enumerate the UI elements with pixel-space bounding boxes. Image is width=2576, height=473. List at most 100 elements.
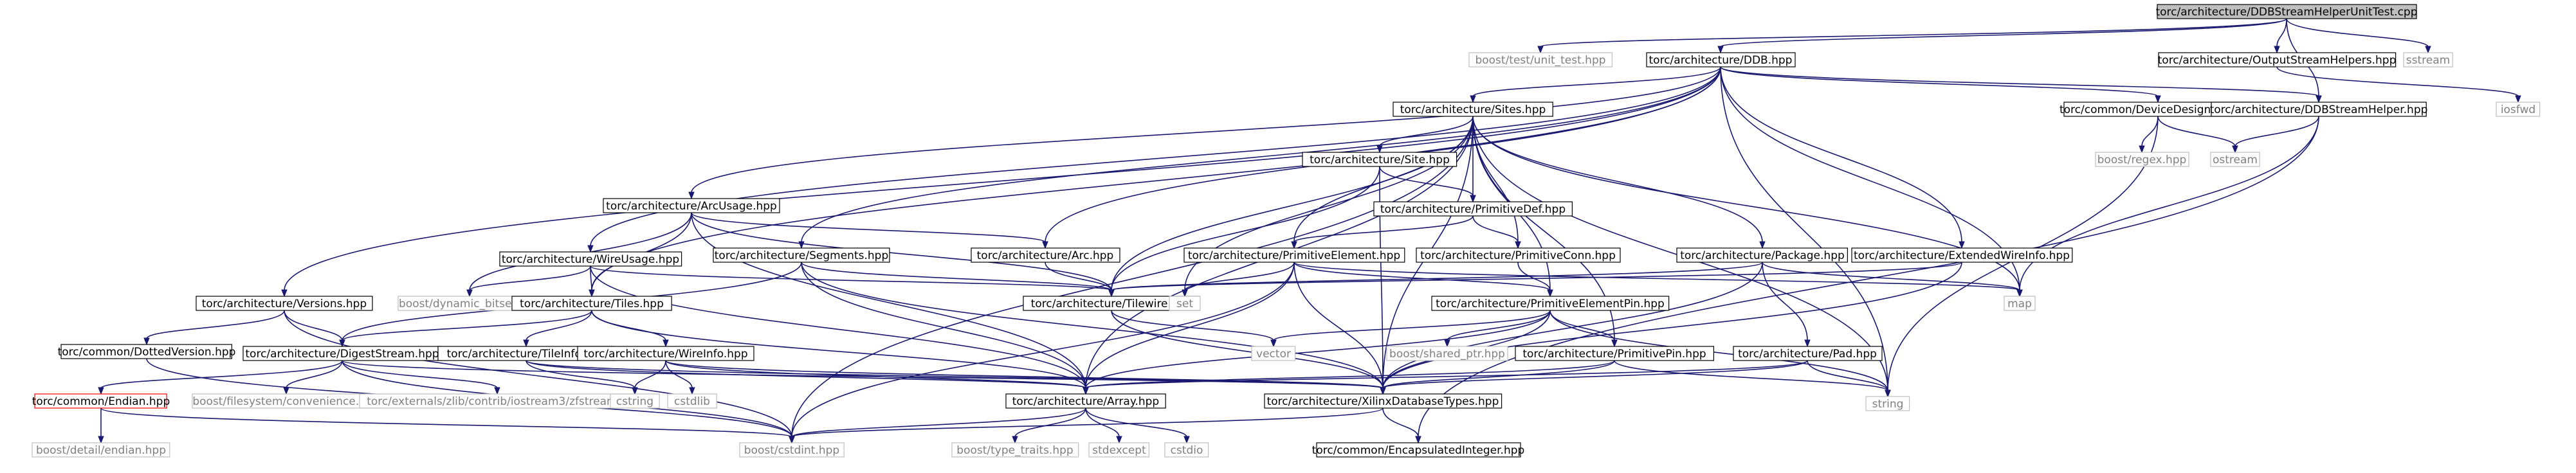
node-stdexcept: stdexcept xyxy=(1088,442,1150,458)
node-box xyxy=(713,247,890,263)
node-endian[interactable]: torc/common/Endian.hpp xyxy=(32,393,170,409)
node-primdef[interactable]: torc/architecture/PrimitiveDef.hpp xyxy=(1373,201,1573,217)
node-label: stdexcept xyxy=(1092,444,1146,457)
node-sstream: sstream xyxy=(2403,52,2453,67)
node-package[interactable]: torc/architecture/Package.hpp xyxy=(1676,247,1848,263)
node-box xyxy=(2210,152,2260,167)
node-primelpin[interactable]: torc/architecture/PrimitiveElementPin.hp… xyxy=(1431,296,1670,311)
edge-wireusage-to-dynbits xyxy=(466,265,591,298)
edge-package-to-map xyxy=(1762,262,2023,298)
node-box xyxy=(1373,201,1573,217)
node-box xyxy=(2403,52,2453,67)
node-label: torc/architecture/DDBStreamHelper.hpp xyxy=(2210,103,2428,116)
node-label: torc/architecture/Array.hpp xyxy=(1012,395,1159,408)
node-segments[interactable]: torc/architecture/Segments.hpp xyxy=(713,247,890,263)
node-box xyxy=(1676,247,1848,263)
node-dynbits: boost/dynamic_bitset.hpp xyxy=(397,296,542,311)
node-label: torc/common/EncapsulatedInteger.hpp xyxy=(1312,444,1525,457)
node-ddbsh[interactable]: torc/architecture/DDBStreamHelper.hpp xyxy=(2210,102,2428,117)
edge-ddb-to-sites xyxy=(1470,66,1721,103)
node-box xyxy=(2211,102,2427,117)
edge-ddb-to-versions xyxy=(281,66,1721,298)
node-box xyxy=(1386,346,1508,361)
node-label: torc/architecture/DigestStream.hpp xyxy=(245,348,439,361)
node-sites[interactable]: torc/architecture/Sites.hpp xyxy=(1393,102,1553,117)
edge-wireinfo-to-cstdlib xyxy=(665,360,695,395)
node-unit: boost/test/unit_test.hpp xyxy=(1468,52,1612,67)
node-box xyxy=(1468,52,1612,67)
node-map: map xyxy=(2004,296,2036,311)
edge-ddb-to-ddbsh xyxy=(1720,66,2322,103)
node-box xyxy=(1865,396,1910,411)
node-label: torc/architecture/WireInfo.hpp xyxy=(583,348,747,361)
node-dotted[interactable]: torc/common/DottedVersion.hpp xyxy=(58,344,236,359)
edge-wireinfo-to-cstring xyxy=(632,360,666,395)
node-tilewire[interactable]: torc/architecture/Tilewire.hpp xyxy=(1023,296,1200,311)
node-box xyxy=(1515,346,1714,361)
node-digest[interactable]: torc/architecture/DigestStream.hpp xyxy=(242,346,442,361)
node-site[interactable]: torc/architecture/Site.hpp xyxy=(1302,152,1457,167)
node-cstdio: cstdio xyxy=(1164,442,1209,458)
node-label: torc/architecture/OutputStreamHelpers.hp… xyxy=(2158,54,2397,67)
node-box xyxy=(739,442,845,458)
node-label: torc/architecture/PrimitiveElementPin.hp… xyxy=(1436,298,1665,310)
node-tiles[interactable]: torc/architecture/Tiles.hpp xyxy=(511,296,672,311)
edge-endian-to-bdendian xyxy=(98,408,104,444)
node-ostream: ostream xyxy=(2210,152,2260,167)
node-arcusage[interactable]: torc/architecture/ArcUsage.hpp xyxy=(603,198,780,213)
node-wireinfo[interactable]: torc/architecture/WireInfo.hpp xyxy=(577,346,754,361)
node-primel[interactable]: torc/architecture/PrimitiveElement.hpp xyxy=(1183,247,1405,263)
graph-edges xyxy=(98,18,2521,444)
node-label: torc/architecture/Versions.hpp xyxy=(202,298,367,310)
node-label: sstream xyxy=(2406,54,2450,67)
edge-primdef-to-primel xyxy=(1291,215,1474,249)
node-wireusage[interactable]: torc/architecture/WireUsage.hpp xyxy=(499,251,682,267)
node-box xyxy=(1646,52,1796,67)
node-regex: boost/regex.hpp xyxy=(2095,152,2189,167)
node-root[interactable]: torc/architecture/DDBStreamHelperUnitTes… xyxy=(2155,4,2418,19)
node-box xyxy=(1183,247,1405,263)
node-cstdint: boost/cstdint.hpp xyxy=(739,442,845,458)
node-box xyxy=(1088,442,1150,458)
node-encint[interactable]: torc/common/EncapsulatedInteger.hpp xyxy=(1312,442,1525,458)
node-label: torc/architecture/PrimitiveElement.hpp xyxy=(1188,249,1400,262)
edge-ddb-to-arcusage xyxy=(688,66,1721,200)
edge-pad-to-array xyxy=(1082,360,1808,395)
node-versions[interactable]: torc/architecture/Versions.hpp xyxy=(196,296,373,311)
node-array[interactable]: torc/architecture/Array.hpp xyxy=(1005,393,1166,409)
edge-wireinfo-to-xdbt xyxy=(665,360,1386,395)
node-label: torc/externals/zlib/contrib/iostream3/zf… xyxy=(367,395,628,408)
node-box xyxy=(60,344,232,359)
edge-primelpin-to-primpin xyxy=(1549,310,1618,348)
node-zfs: torc/externals/zlib/contrib/iostream3/zf… xyxy=(359,393,636,409)
node-ddb[interactable]: torc/architecture/DDB.hpp xyxy=(1646,52,1796,67)
node-devdes[interactable]: torc/common/DeviceDesignator.hpp xyxy=(2060,102,2256,117)
node-label: torc/architecture/PrimitiveDef.hpp xyxy=(1380,203,1566,216)
node-box xyxy=(1416,247,1621,263)
edge-primel-to-set xyxy=(1182,262,1295,298)
node-label: torc/architecture/Package.hpp xyxy=(1680,249,1845,262)
edge-array-to-stdexcept xyxy=(1085,407,1122,444)
node-box xyxy=(2158,52,2397,67)
node-label: torc/architecture/Site.hpp xyxy=(1310,154,1450,166)
node-osh[interactable]: torc/architecture/OutputStreamHelpers.hp… xyxy=(2158,52,2397,67)
edge-sites-to-primconn xyxy=(1472,116,1521,249)
node-box xyxy=(511,296,672,311)
node-pad[interactable]: torc/architecture/Pad.hpp xyxy=(1733,346,1883,361)
node-label: torc/architecture/ExtendedWireInfo.hpp xyxy=(1854,249,2070,262)
edge-digest-to-endian xyxy=(98,360,343,395)
node-primconn[interactable]: torc/architecture/PrimitiveConn.hpp xyxy=(1416,247,1621,263)
node-xdbt[interactable]: torc/architecture/XilinxDatabaseTypes.hp… xyxy=(1264,393,1503,409)
node-box xyxy=(1851,247,2073,263)
node-tileinfo[interactable]: torc/architecture/TileInfo.hpp xyxy=(437,346,615,361)
node-box xyxy=(1169,296,1201,311)
node-arc[interactable]: torc/architecture/Arc.hpp xyxy=(971,247,1120,263)
node-label: torc/architecture/Pad.hpp xyxy=(1738,348,1877,361)
node-label: string xyxy=(1872,398,1904,411)
node-primpin[interactable]: torc/architecture/PrimitivePin.hpp xyxy=(1515,346,1714,361)
edge-site-to-tilewire xyxy=(1108,166,1380,298)
edge-versions-to-dotted xyxy=(143,310,285,346)
node-extwire[interactable]: torc/architecture/ExtendedWireInfo.hpp xyxy=(1851,247,2073,263)
node-box xyxy=(499,251,682,267)
